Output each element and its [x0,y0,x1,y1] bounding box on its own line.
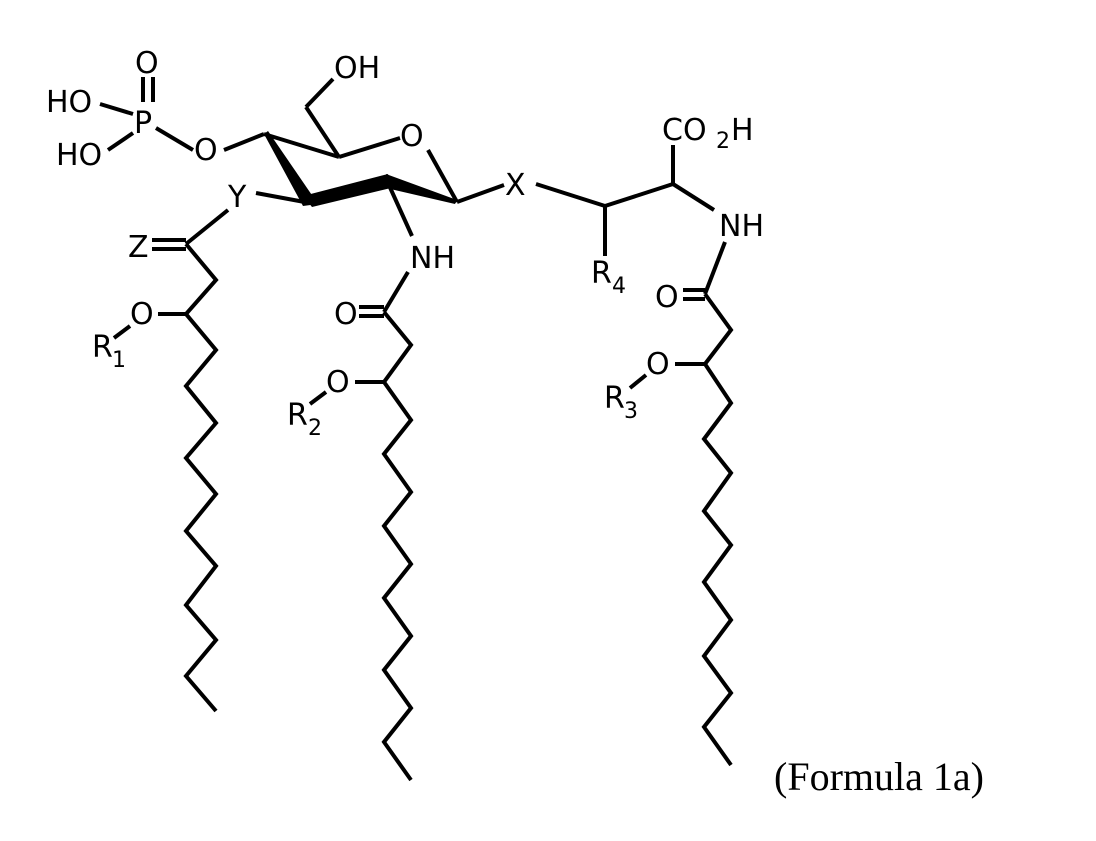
z-label: Z [128,230,149,265]
r2-o-text: O [326,365,350,400]
phosphate-o-label: O [135,46,159,81]
c5-ch2-bond [304,105,341,159]
r2-subscript: 2 [308,416,322,441]
c2-nh-bond [386,182,414,237]
sugar-nh-label: NH [410,241,455,276]
carboxyl-subscript: 2 [716,129,730,154]
acyl-chain-2 [308,270,414,782]
carboxyl-label: CO 2 H [662,113,754,154]
carboxyl-co-text: CO [662,113,707,148]
r3-o-text: O [646,347,670,382]
aglycone-nh-label: NH [719,209,764,244]
c3-c2-bold-bond [303,174,391,207]
c3-y-bond [255,191,311,205]
y-label: Y [227,180,247,215]
chain2-zigzag [381,310,414,782]
r1-o-text: O [130,297,154,332]
p-o-ester-bond [154,126,195,152]
p-oh-top-bond [99,102,134,116]
y-carbonyl-bond [184,208,230,246]
c4-c3-wedge [264,131,318,206]
r4-r-text: R [591,256,612,291]
r1-substituent: O R 1 [92,297,154,373]
r4-subscript: 4 [612,274,626,299]
acyl-chain-3 [628,241,734,767]
phosphate-ho-bottom-label: HO [56,138,102,173]
r4-substituent: R 4 [591,256,626,299]
o-c4-bond [223,132,265,152]
ester-o-label: O [194,133,218,168]
r2-substituent: O R 2 [287,365,350,441]
carboxyl-h-text: H [731,113,754,148]
r2-o-bond [308,390,328,406]
c5-ring-o-bond [338,136,401,159]
chain1-zigzag [183,242,219,713]
cb-ca-bond [604,182,674,208]
ch2-oh-bond [304,77,335,109]
r3-substituent: O R 3 [604,347,670,424]
acyl-chain-1 [112,208,230,713]
hydroxymethyl-oh-label: OH [334,51,380,86]
r3-o-bond [628,373,648,390]
nh-carbonyl-bond-3 [703,241,727,295]
r1-r-text: R [92,330,113,365]
ca-nh-bond [671,182,716,212]
p-oh-bottom-bond [106,131,135,152]
ring-o-c1-bond [426,149,459,203]
phosphate-ho-top-label: HO [46,85,92,120]
r2-r-text: R [287,398,308,433]
glucosamine-ring [255,77,505,237]
phosphate-group [99,77,265,152]
chain2-carbonyl-o-label: O [334,297,358,332]
r3-subscript: 3 [624,399,638,424]
aglycone-backbone [535,145,716,256]
r1-o-bond [112,324,132,340]
chain3-zigzag [701,292,734,767]
x-cb-bond [535,182,606,208]
r1-subscript: 1 [112,348,126,373]
c2-c1-wedge [386,174,457,204]
phosphorus-label: P [134,106,152,141]
c1-x-bond [456,183,505,204]
formula-caption: (Formula 1a) [774,754,984,799]
chain3-carbonyl-o-label: O [655,280,679,315]
r3-r-text: R [604,381,625,416]
x-label: X [505,168,526,203]
ring-o-label: O [400,119,424,154]
c4-c5-bond [263,132,340,159]
nh-carbonyl-bond [382,270,410,314]
